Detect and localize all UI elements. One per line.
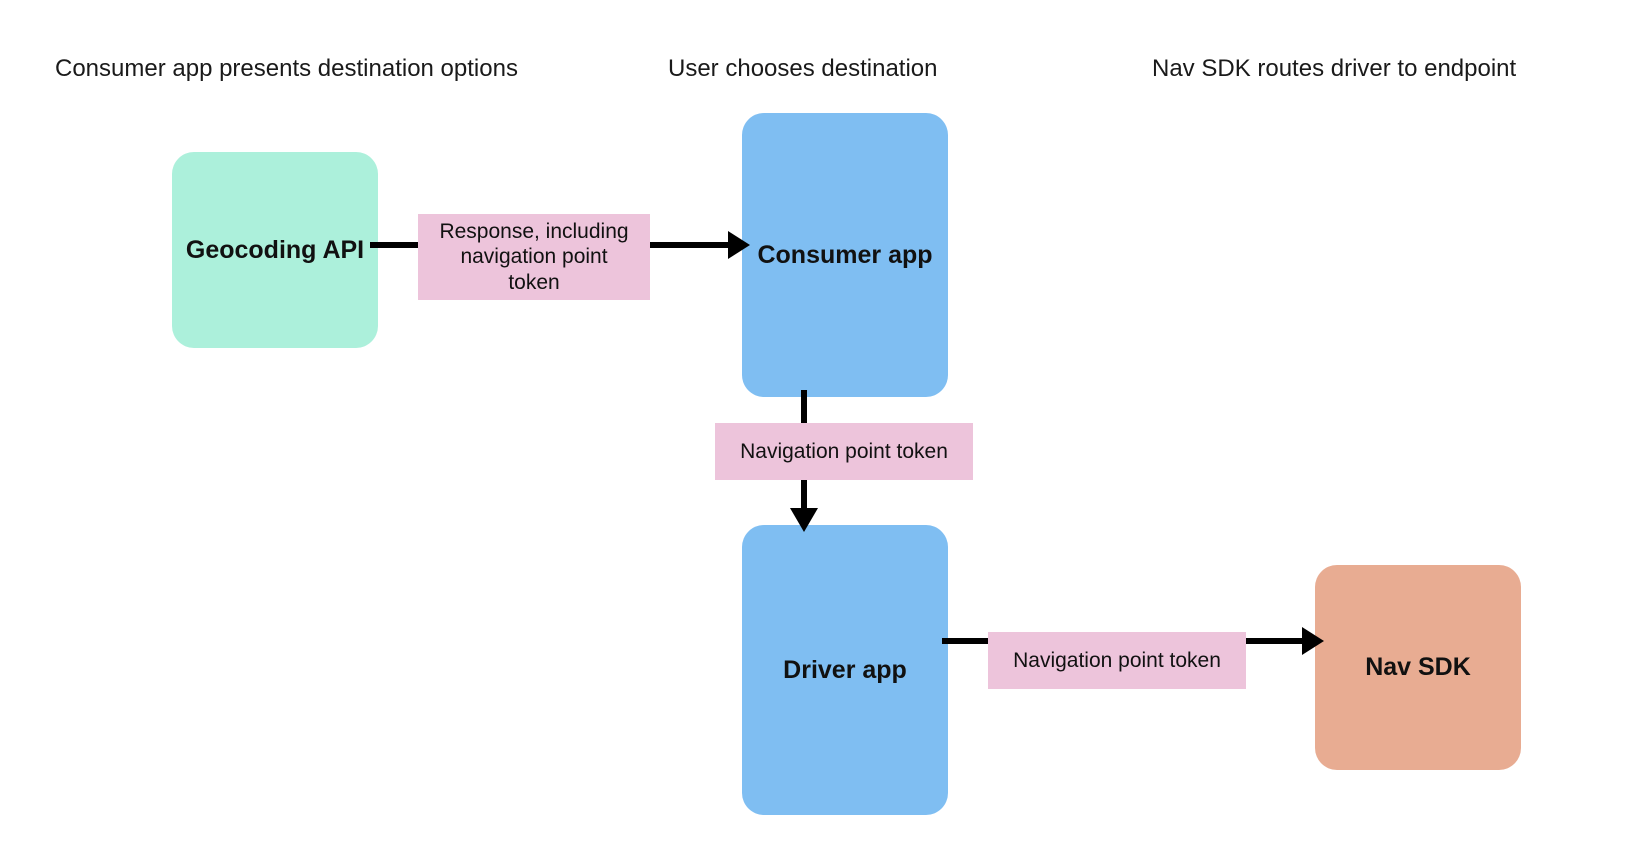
edge-label-line: Response, including xyxy=(439,219,629,243)
node-driver-app[interactable]: Driver app xyxy=(742,525,948,815)
node-consumer-app-label: Consumer app xyxy=(757,240,933,269)
edge-label-line: token xyxy=(508,270,560,294)
node-nav-sdk-label: Nav SDK xyxy=(1365,653,1471,682)
edge-label-text: Navigation point token xyxy=(1013,648,1221,672)
edge-label-navigation-point-token-driver-navsdk: Navigation point token xyxy=(988,632,1246,689)
edge-label-line: navigation point xyxy=(460,245,608,269)
edge-label-text: Navigation point token xyxy=(740,439,948,463)
node-nav-sdk[interactable]: Nav SDK xyxy=(1315,565,1521,770)
node-geocoding-api-label: Geocoding API xyxy=(185,235,365,264)
node-driver-app-label: Driver app xyxy=(783,655,907,684)
node-geocoding-api[interactable]: Geocoding API xyxy=(172,152,378,348)
caption-user-chooses-destination: User chooses destination xyxy=(668,55,938,82)
caption-consumer-app-presents-destination-options: Consumer app presents destination option… xyxy=(55,55,518,82)
edge-label-navigation-point-token-consumer-driver: Navigation point token xyxy=(715,423,973,480)
node-consumer-app[interactable]: Consumer app xyxy=(742,113,948,397)
caption-nav-sdk-routes-driver-to-endpoint: Nav SDK routes driver to endpoint xyxy=(1152,55,1517,82)
